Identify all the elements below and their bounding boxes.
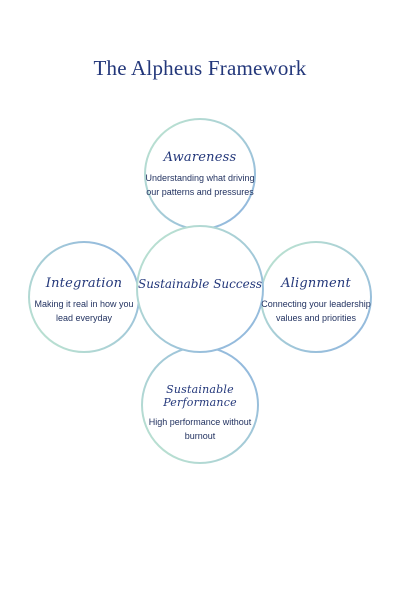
node-description: High performance without burnout	[148, 417, 252, 441]
center-label: Sustainable Success	[137, 277, 263, 291]
node-alignment: Alignment Connecting your leadership val…	[260, 276, 372, 325]
node-heading: Alignment	[281, 276, 351, 291]
node-integration: Integration Making it real in how you le…	[28, 276, 140, 325]
node-description: Understanding what driving our patterns …	[145, 173, 255, 197]
node-description: Making it real in how you lead everyday	[34, 299, 134, 323]
page-title: The Alpheus Framework	[93, 56, 307, 80]
node-heading: Sustainable Performance	[163, 383, 237, 409]
node-heading: Integration	[45, 276, 123, 291]
node-description: Connecting your leadership values and pr…	[261, 299, 371, 323]
node-awareness: Awareness Understanding what driving our…	[144, 150, 256, 199]
ring-center	[136, 225, 264, 353]
node-heading: Awareness	[163, 150, 237, 165]
node-sustainable-performance: Sustainable Performance High performance…	[140, 383, 260, 443]
